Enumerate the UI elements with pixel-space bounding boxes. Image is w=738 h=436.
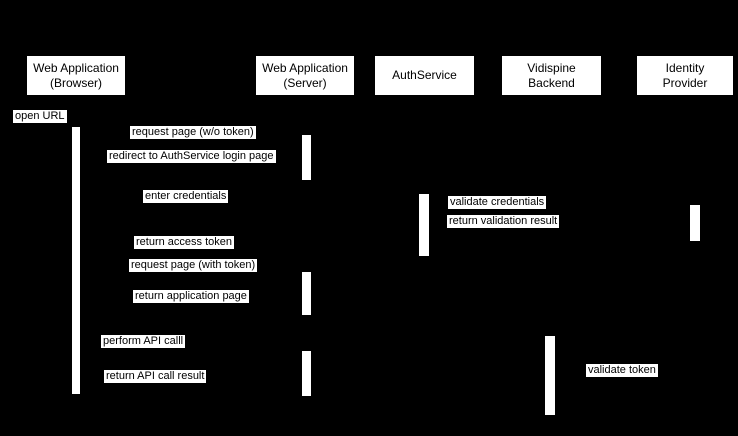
actor-box-web-application-browser: Web Application (Browser) [27,56,125,95]
actor-label: Provider [662,75,708,90]
actor-box-vidispine-backend: Vidispine Backend [502,56,601,95]
actor-label: (Browser) [49,75,102,90]
message-label-perform-api-call: perform API calll [101,335,186,348]
activation-bar-vidispine [545,336,555,415]
actor-label: Web Application [262,60,348,75]
message-label-validate-token: validate token [586,364,658,377]
message-label-validate-credentials: validate credentials [448,196,547,209]
activation-bar-server-3 [302,351,311,396]
actor-box-identity-provider: Identity Provider [637,56,733,95]
activation-bar-authservice [419,194,429,256]
actor-box-authservice: AuthService [375,56,474,95]
actor-box-web-application-server: Web Application (Server) [256,56,354,95]
actor-label: Identity [665,60,705,75]
message-label-return-validation-result: return validation result [447,215,560,228]
actor-label: (Server) [283,75,327,90]
message-label-redirect-to-authservice-login: redirect to AuthService login page [107,150,276,163]
activation-bar-identity-provider [690,205,700,241]
message-label-open-url: open URL [13,110,67,123]
message-label-return-api-call-result: return API call result [104,370,207,383]
actor-label: AuthService [392,68,457,82]
message-label-request-page-with-token: request page (with token) [129,259,258,272]
message-label-request-page-wo-token: request page (w/o token) [130,126,256,139]
message-label-return-access-token: return access token [134,236,234,249]
message-label-enter-credentials: enter credentials [143,190,229,203]
actor-label: Web Application [33,60,119,75]
actor-label: Backend [528,75,575,90]
activation-bar-browser [72,127,80,394]
actor-label: Vidispine [527,60,576,75]
activation-bar-server-1 [302,135,311,180]
message-label-return-application-page: return application page [133,290,249,303]
activation-bar-server-2 [302,272,311,315]
